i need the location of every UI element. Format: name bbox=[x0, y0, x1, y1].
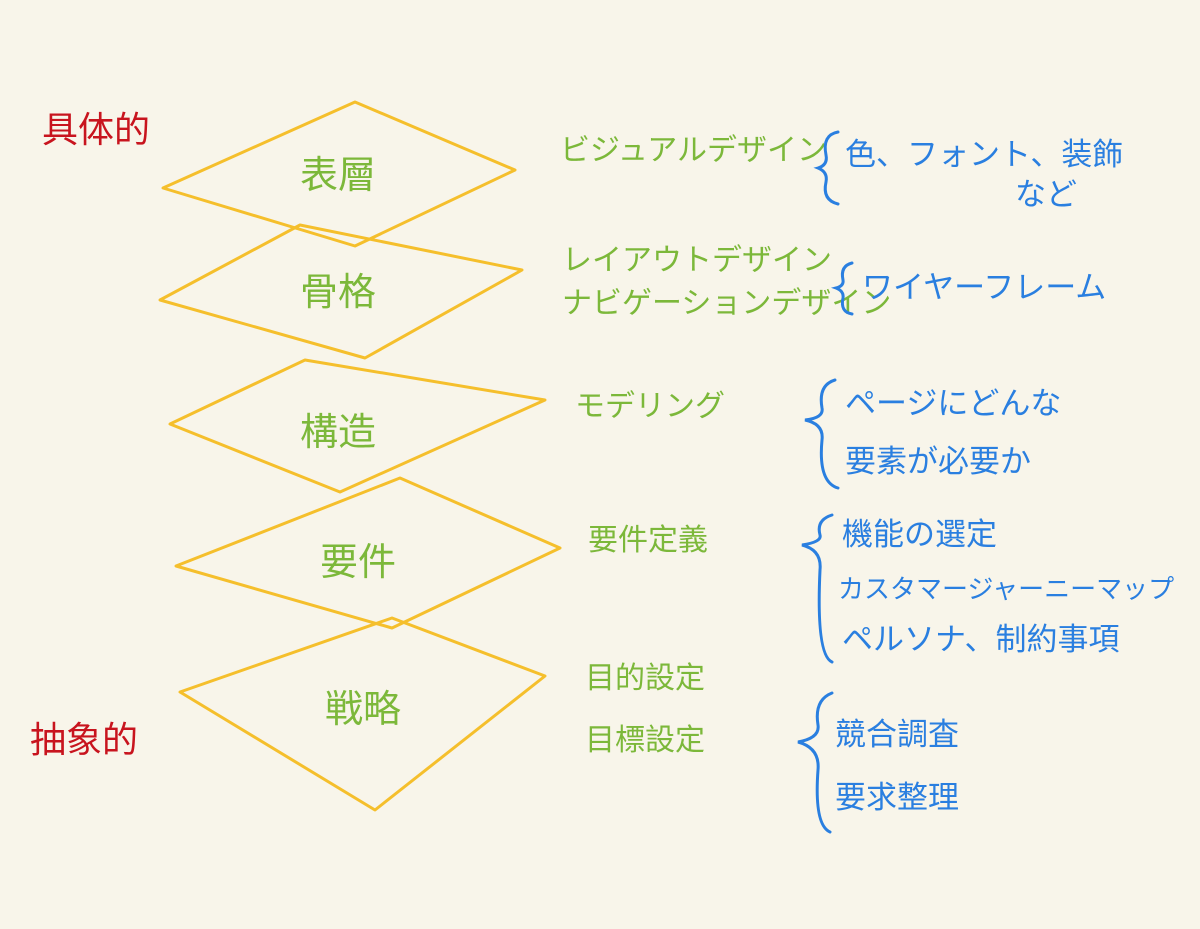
detail-text: 要素が必要か bbox=[845, 444, 1031, 480]
brace bbox=[830, 261, 854, 316]
layer-strategy-shape bbox=[178, 616, 547, 812]
layer-name: 構造 bbox=[300, 410, 376, 454]
label-concrete: 具体的 bbox=[42, 110, 150, 151]
detail-text: ペルソナ、制約事項 bbox=[842, 622, 1119, 658]
brace bbox=[801, 513, 834, 664]
layer-structure-shape bbox=[168, 358, 547, 494]
process-text: 要件定義 bbox=[588, 523, 708, 558]
label-abstract: 抽象的 bbox=[30, 720, 138, 761]
process-text: 目的設定 bbox=[585, 661, 705, 696]
process-text: ビジュアルデザイン bbox=[560, 133, 827, 168]
detail-text: カスタマージャーニーマップ bbox=[838, 575, 1174, 605]
layer-name: 骨格 bbox=[300, 270, 376, 314]
layer-name: 要件 bbox=[320, 540, 396, 584]
layer-surface-shape bbox=[161, 100, 517, 248]
layer-name: 表層 bbox=[300, 153, 376, 197]
detail-text: 競合調査 bbox=[835, 717, 959, 753]
brace bbox=[804, 378, 840, 490]
layer-scope-shape bbox=[174, 476, 562, 630]
detail-text: 要求整理 bbox=[835, 780, 959, 816]
detail-text: 機能の選定 bbox=[842, 517, 997, 553]
layer-skeleton-shape bbox=[158, 223, 524, 360]
detail-text: など bbox=[1015, 177, 1077, 213]
brace bbox=[797, 691, 834, 834]
process-text: ナビゲーションデザイン bbox=[562, 286, 891, 321]
process-text: レイアウトデザイン bbox=[562, 243, 832, 278]
detail-text: ワイヤーフレーム bbox=[862, 270, 1106, 306]
process-text: モデリング bbox=[575, 389, 725, 424]
process-text: 目標設定 bbox=[585, 723, 705, 758]
brace bbox=[813, 130, 840, 206]
detail-text: ページにどんな bbox=[845, 386, 1061, 422]
detail-text: 色、フォント、装飾 bbox=[845, 137, 1123, 173]
layer-name: 戦略 bbox=[325, 687, 401, 731]
